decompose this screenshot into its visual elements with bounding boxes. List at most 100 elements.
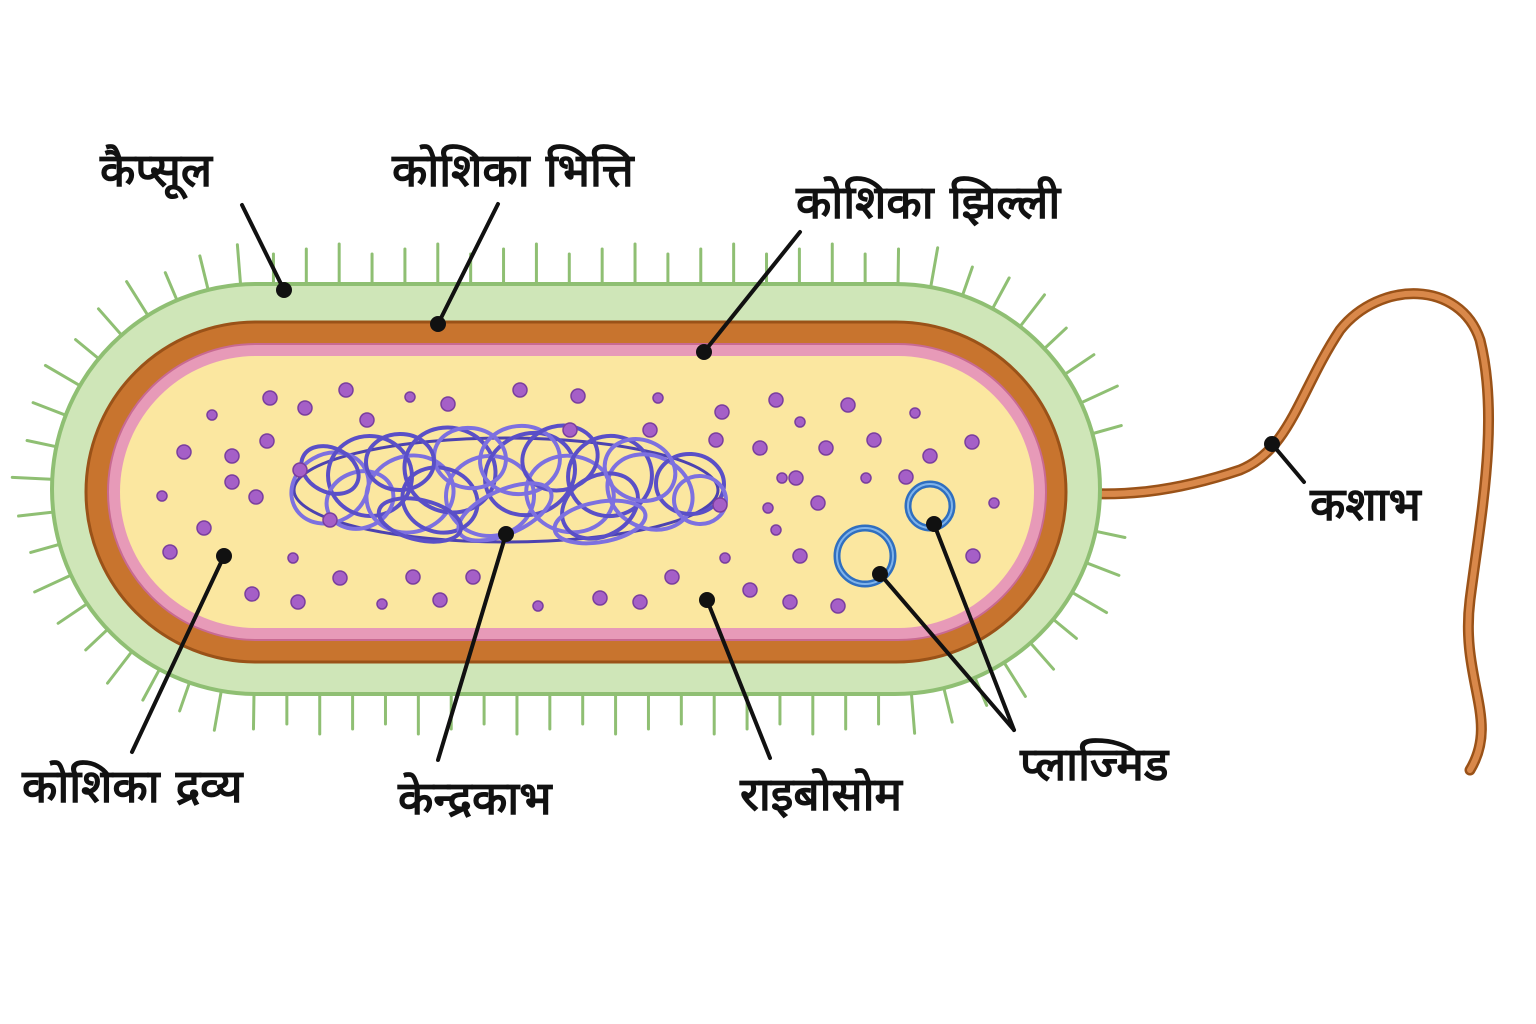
ribosome	[652, 392, 664, 404]
pilus	[17, 510, 59, 518]
pilus	[125, 280, 152, 321]
ribosome	[988, 497, 1000, 509]
leader-lines	[130, 202, 1306, 762]
ribosome	[262, 390, 278, 406]
pilus	[251, 688, 256, 731]
pilus	[1026, 638, 1056, 671]
leader-cell-membrane	[702, 230, 802, 354]
ribosome	[632, 594, 648, 610]
ribosome	[840, 397, 856, 413]
label-flagellum: कशाभ	[1309, 477, 1423, 531]
ribosome	[248, 489, 264, 505]
ribosome	[512, 382, 528, 398]
leader-plasmid-1	[878, 572, 1016, 732]
dot-cell-membrane	[696, 344, 712, 360]
dot-cytoplasm	[216, 548, 232, 564]
ribosome	[782, 594, 798, 610]
ribosome	[570, 388, 586, 404]
ribosome	[206, 409, 218, 421]
leader-dots	[216, 282, 1280, 608]
ribosome	[259, 433, 275, 449]
leader-capsule	[240, 203, 286, 292]
label-plasmid: प्लाज्मिड	[1019, 737, 1170, 791]
label-nucleoid: केन्द्रकाभ	[397, 771, 553, 825]
ribosome	[770, 524, 782, 536]
label-capsule: कैप्सूल	[99, 143, 214, 200]
ribosome	[376, 598, 388, 610]
ribosome	[224, 474, 240, 490]
ribosome	[405, 569, 421, 585]
ribosome	[752, 440, 768, 456]
ribosome	[642, 422, 658, 438]
dna-loop	[478, 423, 562, 497]
ribosome	[792, 548, 808, 564]
plasmid-large-highlight	[836, 527, 894, 585]
pili	[10, 242, 1127, 736]
pilus	[106, 646, 136, 685]
leader-plasmid-2	[932, 522, 1016, 732]
dna-loop	[520, 423, 600, 493]
pilus	[941, 682, 954, 724]
ribosome	[287, 552, 299, 564]
ribosome	[860, 472, 872, 484]
pilus	[56, 599, 92, 625]
dot-nucleoid	[498, 526, 514, 542]
leader-flagellum	[1270, 442, 1306, 484]
leader-cytoplasm	[130, 554, 226, 754]
dot-flagellum	[1264, 436, 1280, 452]
ribosome	[776, 472, 788, 484]
dna-loop	[654, 451, 726, 517]
dot-ribosome	[699, 592, 715, 608]
pilus	[1016, 293, 1046, 332]
pilus	[909, 687, 917, 735]
leader-ribosome	[705, 598, 772, 760]
ribosome	[742, 582, 758, 598]
leader-cell-wall	[436, 202, 500, 326]
ribosome	[714, 404, 730, 420]
pilus	[989, 276, 1011, 314]
ribosome	[794, 416, 806, 428]
ribosome	[156, 490, 168, 502]
ribosome	[810, 495, 826, 511]
ribosome	[532, 600, 544, 612]
dna-loop	[326, 433, 414, 519]
ribosome	[898, 469, 914, 485]
ribosome	[909, 407, 921, 419]
ribosome	[922, 448, 938, 464]
pilus	[31, 401, 71, 419]
ribosomes	[156, 382, 1000, 614]
dot-plasmid-2	[926, 516, 942, 532]
pilus	[896, 247, 901, 290]
ribosome	[292, 462, 308, 478]
ribosome	[432, 592, 448, 608]
ribosome	[866, 432, 882, 448]
label-cell-wall: कोशिका भित्ति	[391, 143, 636, 197]
dna-loop	[566, 433, 654, 519]
ribosome	[224, 448, 240, 464]
ribosome	[332, 570, 348, 586]
dot-plasmid-1	[872, 566, 888, 582]
dna-loop	[444, 453, 536, 539]
ribosome	[762, 502, 774, 514]
ribosome	[965, 548, 981, 564]
ribosome	[818, 440, 834, 456]
leader-nucleoid	[436, 532, 508, 762]
ribosome	[359, 412, 375, 428]
pilus	[1081, 559, 1121, 577]
pilus	[928, 246, 940, 293]
pilus	[1075, 384, 1119, 407]
dna-loop	[364, 431, 436, 493]
pilus	[1060, 353, 1096, 379]
ribosome	[708, 432, 724, 448]
ribosome	[176, 444, 192, 460]
ribosome	[196, 520, 212, 536]
ribosome	[404, 391, 416, 403]
dna-loop	[552, 498, 648, 546]
dot-cell-wall	[430, 316, 446, 332]
label-cell-membrane: कोशिका झिल्ली	[795, 175, 1062, 229]
dna-loop	[602, 437, 678, 503]
flagellum	[1046, 288, 1495, 776]
nucleoid	[289, 423, 728, 546]
label-cytoplasm: कोशिका द्रव्य	[21, 759, 244, 813]
ribosome	[592, 590, 608, 606]
